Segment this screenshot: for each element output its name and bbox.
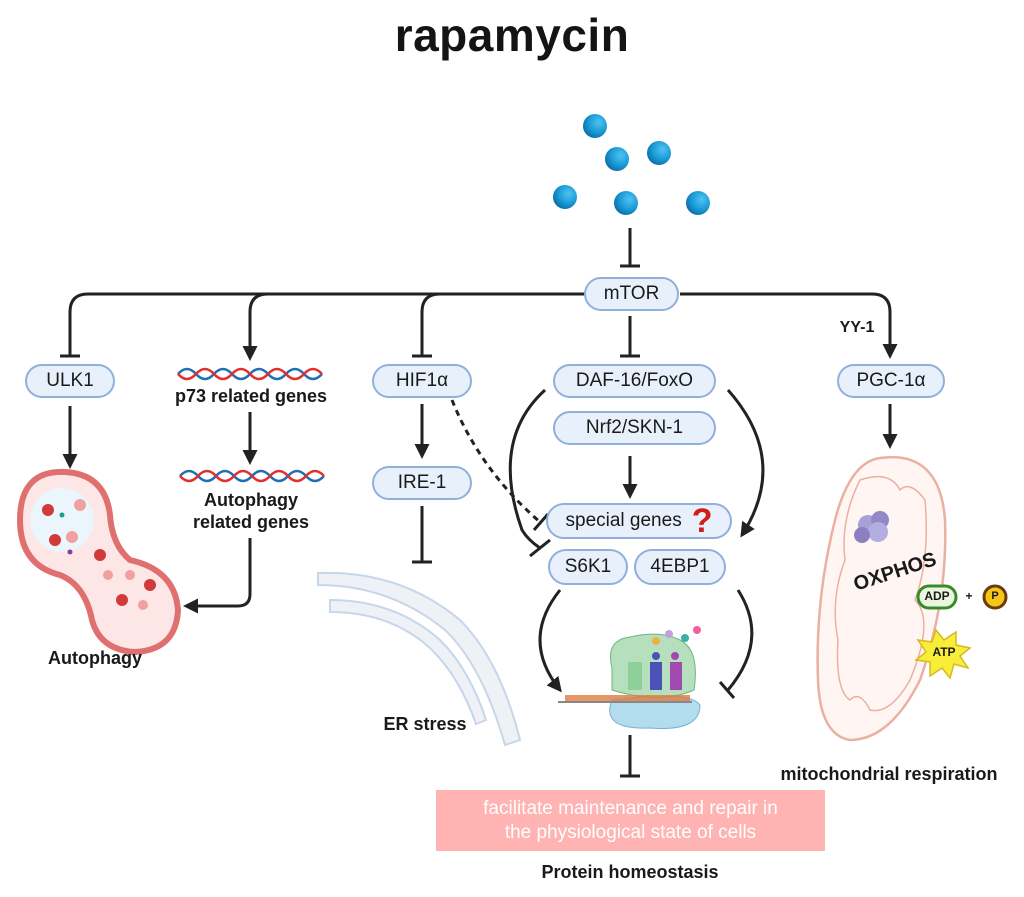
outcome-line1: facilitate maintenance and repair in	[483, 797, 778, 819]
mtor-to-hif1a	[420, 292, 441, 356]
label-atp: ATP	[932, 645, 956, 659]
label-autophagy: Autophagy	[48, 648, 142, 668]
molecule-icon	[647, 141, 671, 165]
label-autophagy-genes-line1: Autophagy	[204, 490, 298, 510]
autolysosome-icon	[16, 468, 182, 656]
diagram-title: rapamycin	[394, 9, 630, 61]
rapamycin-molecules	[553, 114, 710, 215]
label-protein-homeostasis: Protein homeostasis	[541, 862, 719, 882]
dna-icon-autophagy-genes	[179, 469, 325, 483]
label-er-stress: ER stress	[383, 714, 467, 734]
oxphos-complex-icon	[854, 511, 889, 543]
node-nrf2[interactable]: Nrf2/SKN-1	[553, 411, 716, 445]
ribosome-translation-icon	[558, 626, 701, 730]
node-mtor[interactable]: mTOR	[584, 277, 679, 311]
node-ulk1[interactable]: ULK1	[25, 364, 115, 398]
molecule-icon	[583, 114, 607, 138]
mtor-to-pgc1a	[680, 292, 898, 359]
endoplasmic-reticulum-icon	[317, 571, 522, 747]
question-mark-icon: ?	[691, 502, 713, 540]
mtor-branch-left	[68, 292, 585, 356]
node-4ebp1[interactable]: 4EBP1	[634, 549, 726, 585]
node-pgc1a[interactable]: PGC-1α	[837, 364, 945, 398]
atp-burst-icon	[914, 628, 972, 680]
molecule-icon	[686, 191, 710, 215]
adp-phosphate-group	[916, 584, 1008, 610]
label-autophagy-genes-line2: related genes	[192, 511, 310, 532]
mitochondrion-icon	[816, 455, 947, 742]
dna-icon-p73	[177, 367, 323, 381]
label-adp: ADP	[924, 589, 950, 603]
label-plus: +	[965, 589, 973, 603]
label-p73-genes: p73 related genes	[174, 386, 328, 406]
node-special-genes[interactable]: special genes ?	[546, 503, 732, 539]
outcome-box: facilitate maintenance and repair in the…	[436, 790, 825, 851]
node-s6k1[interactable]: S6K1	[548, 549, 628, 585]
hif1a-dashed-inhibit	[450, 399, 541, 524]
node-ire1[interactable]: IRE-1	[372, 466, 472, 500]
molecule-icon	[553, 185, 577, 209]
label-mitochondrial-respiration: mitochondrial respiration	[780, 764, 998, 784]
mtor-to-p73	[242, 292, 269, 361]
special-genes-label: special genes	[565, 510, 682, 531]
label-autophagy-genes: Autophagy related genes	[166, 490, 336, 533]
label-yy1: YY-1	[839, 319, 875, 336]
outcome-line2: the physiological state of cells	[504, 821, 757, 843]
daf16-inhibit-s6k1	[508, 388, 547, 550]
node-daf16[interactable]: DAF-16/FoxO	[553, 364, 716, 398]
daf16-activate-4ebp1	[726, 389, 765, 538]
label-phosphate: P	[991, 590, 999, 602]
node-hif1a[interactable]: HIF1α	[372, 364, 472, 398]
molecule-icon	[614, 191, 638, 215]
molecule-icon	[605, 147, 629, 171]
